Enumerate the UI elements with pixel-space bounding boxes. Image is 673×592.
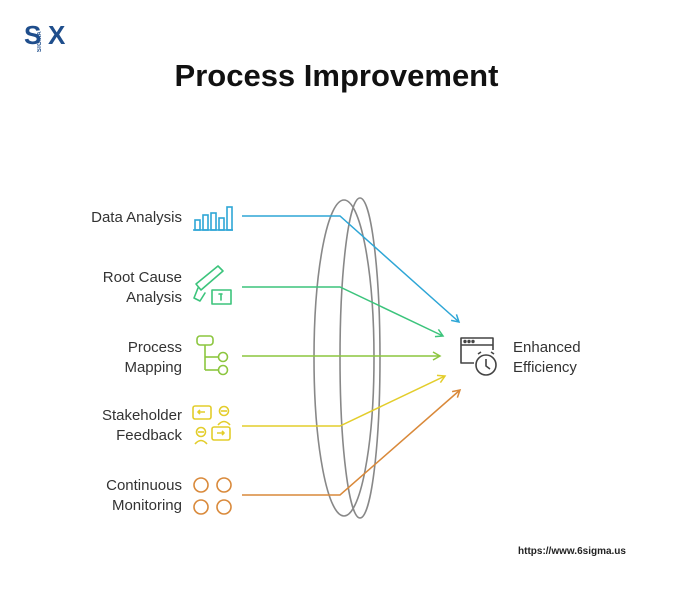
label-line: Enhanced [513, 339, 581, 356]
label-line: Mapping [124, 359, 182, 376]
bar-chart-icon [193, 206, 233, 231]
label-data-analysis: Data Analysis [32, 208, 182, 228]
clock-window-icon [460, 337, 497, 376]
arrow-root-cause [242, 286, 445, 338]
logo-letter-x: X [48, 20, 66, 50]
conversation-icon [192, 405, 231, 445]
label-continuous-monitoring: Continuous Monitoring [32, 476, 182, 516]
label-root-cause-analysis: Root Cause Analysis [32, 268, 182, 308]
label-line: Analysis [126, 289, 182, 306]
label-line: Stakeholder [101, 407, 182, 424]
arrow-data-analysis [242, 215, 461, 324]
label-line: Process [127, 339, 182, 356]
label-line: Feedback [116, 427, 182, 444]
arrow-stakeholder [242, 374, 447, 427]
brand-logo: S SIGMA X [24, 20, 72, 52]
four-circles-icon [193, 477, 232, 515]
lens-shape [313, 197, 381, 519]
label-line: Efficiency [513, 359, 577, 376]
label-process-mapping: Process Mapping [32, 338, 182, 378]
arrow-continuous [242, 389, 462, 496]
label-line: Data Analysis [91, 209, 182, 226]
label-line: Root Cause [102, 269, 182, 286]
label-enhanced-efficiency: Enhanced Efficiency [513, 338, 633, 378]
footer-url[interactable]: https://www.6sigma.us [518, 546, 626, 557]
logo-letter-s: S [24, 20, 42, 50]
label-stakeholder-feedback: Stakeholder Feedback [32, 406, 182, 446]
page-title: Process Improvement [174, 58, 499, 93]
tools-icon [193, 265, 232, 305]
flow-map-icon [196, 335, 229, 376]
label-line: Monitoring [111, 497, 182, 514]
label-line: Continuous [106, 477, 182, 494]
